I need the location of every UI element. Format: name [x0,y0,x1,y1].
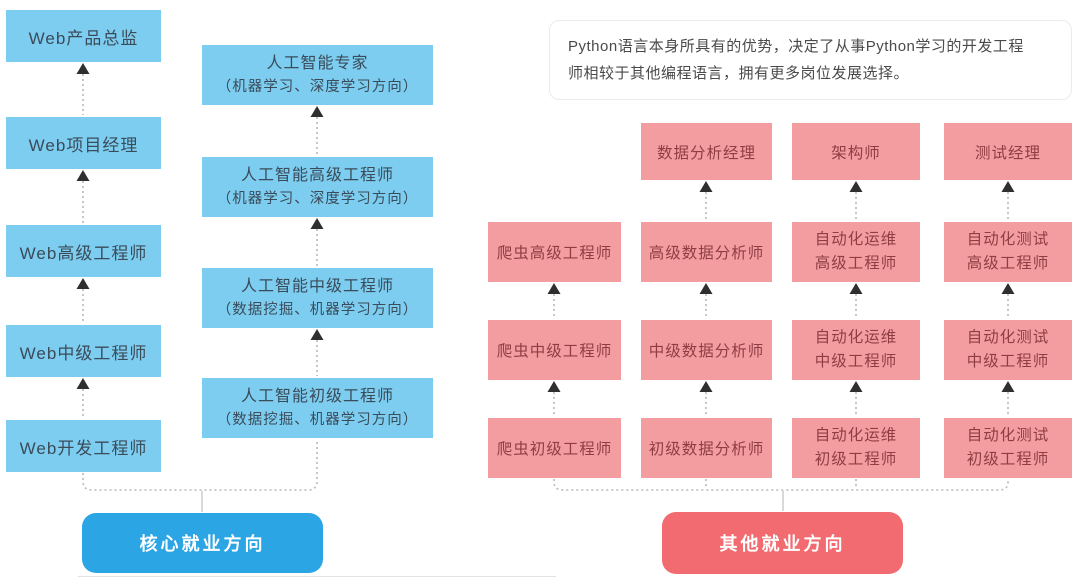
node-data-analyst-mid: 中级数据分析师 [641,320,772,380]
node-subtitle: （机器学习、深度学习方向） [216,191,419,207]
node-ai-junior-engineer: 人工智能初级工程师 （数据挖掘、机器学习方向） [202,378,433,438]
node-architect: 架构师 [792,123,920,180]
node-label: 架构师 [831,144,881,162]
node-title: 人工智能专家 [266,55,369,72]
node-crawler-mid: 爬虫中级工程师 [488,320,621,380]
node-label: Web项目经理 [28,135,139,155]
node-autotest-senior: 自动化测试 高级工程师 [944,222,1072,282]
node-label-line1: 自动化测试 [966,427,1050,444]
node-label-line2: 初级工程师 [966,451,1050,468]
node-label: 爬虫初级工程师 [496,441,613,458]
node-label-line2: 高级工程师 [966,255,1050,272]
node-web-product-director: Web产品总监 [6,10,161,62]
note-line-2: 师相较于其他编程语言，拥有更多岗位发展选择。 [568,65,910,82]
node-label-line1: 自动化运维 [814,329,898,346]
node-label-line2: 中级工程师 [814,353,898,370]
node-label: 初级数据分析师 [648,441,765,458]
node-label: 爬虫高级工程师 [496,245,613,262]
node-label-line2: 中级工程师 [966,353,1050,370]
node-title: 人工智能中级工程师 [240,278,394,295]
node-label: 测试经理 [974,144,1041,162]
node-devops-junior: 自动化运维 初级工程师 [792,418,920,478]
node-label: Web中级工程师 [19,343,148,363]
pill-label: 核心就业方向 [139,534,266,554]
node-data-analyst-junior: 初级数据分析师 [641,418,772,478]
node-title: 人工智能高级工程师 [240,167,394,184]
pill-label: 其他就业方向 [719,534,846,554]
node-devops-mid: 自动化运维 中级工程师 [792,320,920,380]
node-autotest-junior: 自动化测试 初级工程师 [944,418,1072,478]
node-label-line2: 高级工程师 [814,255,898,272]
node-ai-expert: 人工智能专家 （机器学习、深度学习方向） [202,45,433,105]
node-label: 高级数据分析师 [648,245,765,262]
python-advantage-note: Python语言本身所具有的优势，决定了从事Python学习的开发工程 师相较于… [549,20,1072,100]
node-test-manager: 测试经理 [944,123,1072,180]
node-label-line1: 自动化测试 [966,231,1050,248]
node-ai-mid-engineer: 人工智能中级工程师 （数据挖掘、机器学习方向） [202,268,433,328]
node-label: 数据分析经理 [656,144,756,162]
other-direction-pill: 其他就业方向 [662,512,903,574]
node-web-senior-engineer: Web高级工程师 [6,225,161,277]
node-web-developer: Web开发工程师 [6,420,161,472]
button-stems [201,491,784,512]
node-autotest-mid: 自动化测试 中级工程师 [944,320,1072,380]
node-label-line1: 自动化运维 [814,231,898,248]
node-label-line1: 自动化运维 [814,427,898,444]
node-label: 中级数据分析师 [648,343,765,360]
bottom-divider-line [78,576,556,577]
node-data-analysis-manager: 数据分析经理 [641,123,772,180]
node-subtitle: （数据挖掘、机器学习方向） [216,412,419,428]
node-crawler-senior: 爬虫高级工程师 [488,222,621,282]
node-label: Web开发工程师 [19,438,148,458]
node-web-project-manager: Web项目经理 [6,117,161,169]
node-subtitle: （数据挖掘、机器学习方向） [216,302,419,318]
node-label: 爬虫中级工程师 [496,343,613,360]
node-ai-senior-engineer: 人工智能高级工程师 （机器学习、深度学习方向） [202,157,433,217]
node-label: Web高级工程师 [19,243,148,263]
node-data-analyst-senior: 高级数据分析师 [641,222,772,282]
note-line-1: Python语言本身所具有的优势，决定了从事Python学习的开发工程 [568,38,1024,55]
node-label-line1: 自动化测试 [966,329,1050,346]
core-direction-pill: 核心就业方向 [82,513,323,573]
node-title: 人工智能初级工程师 [240,388,394,405]
node-label-line2: 初级工程师 [814,451,898,468]
node-label: Web产品总监 [28,28,139,48]
node-devops-senior: 自动化运维 高级工程师 [792,222,920,282]
node-web-mid-engineer: Web中级工程师 [6,325,161,377]
node-subtitle: （机器学习、深度学习方向） [216,79,419,95]
node-crawler-junior: 爬虫初级工程师 [488,418,621,478]
